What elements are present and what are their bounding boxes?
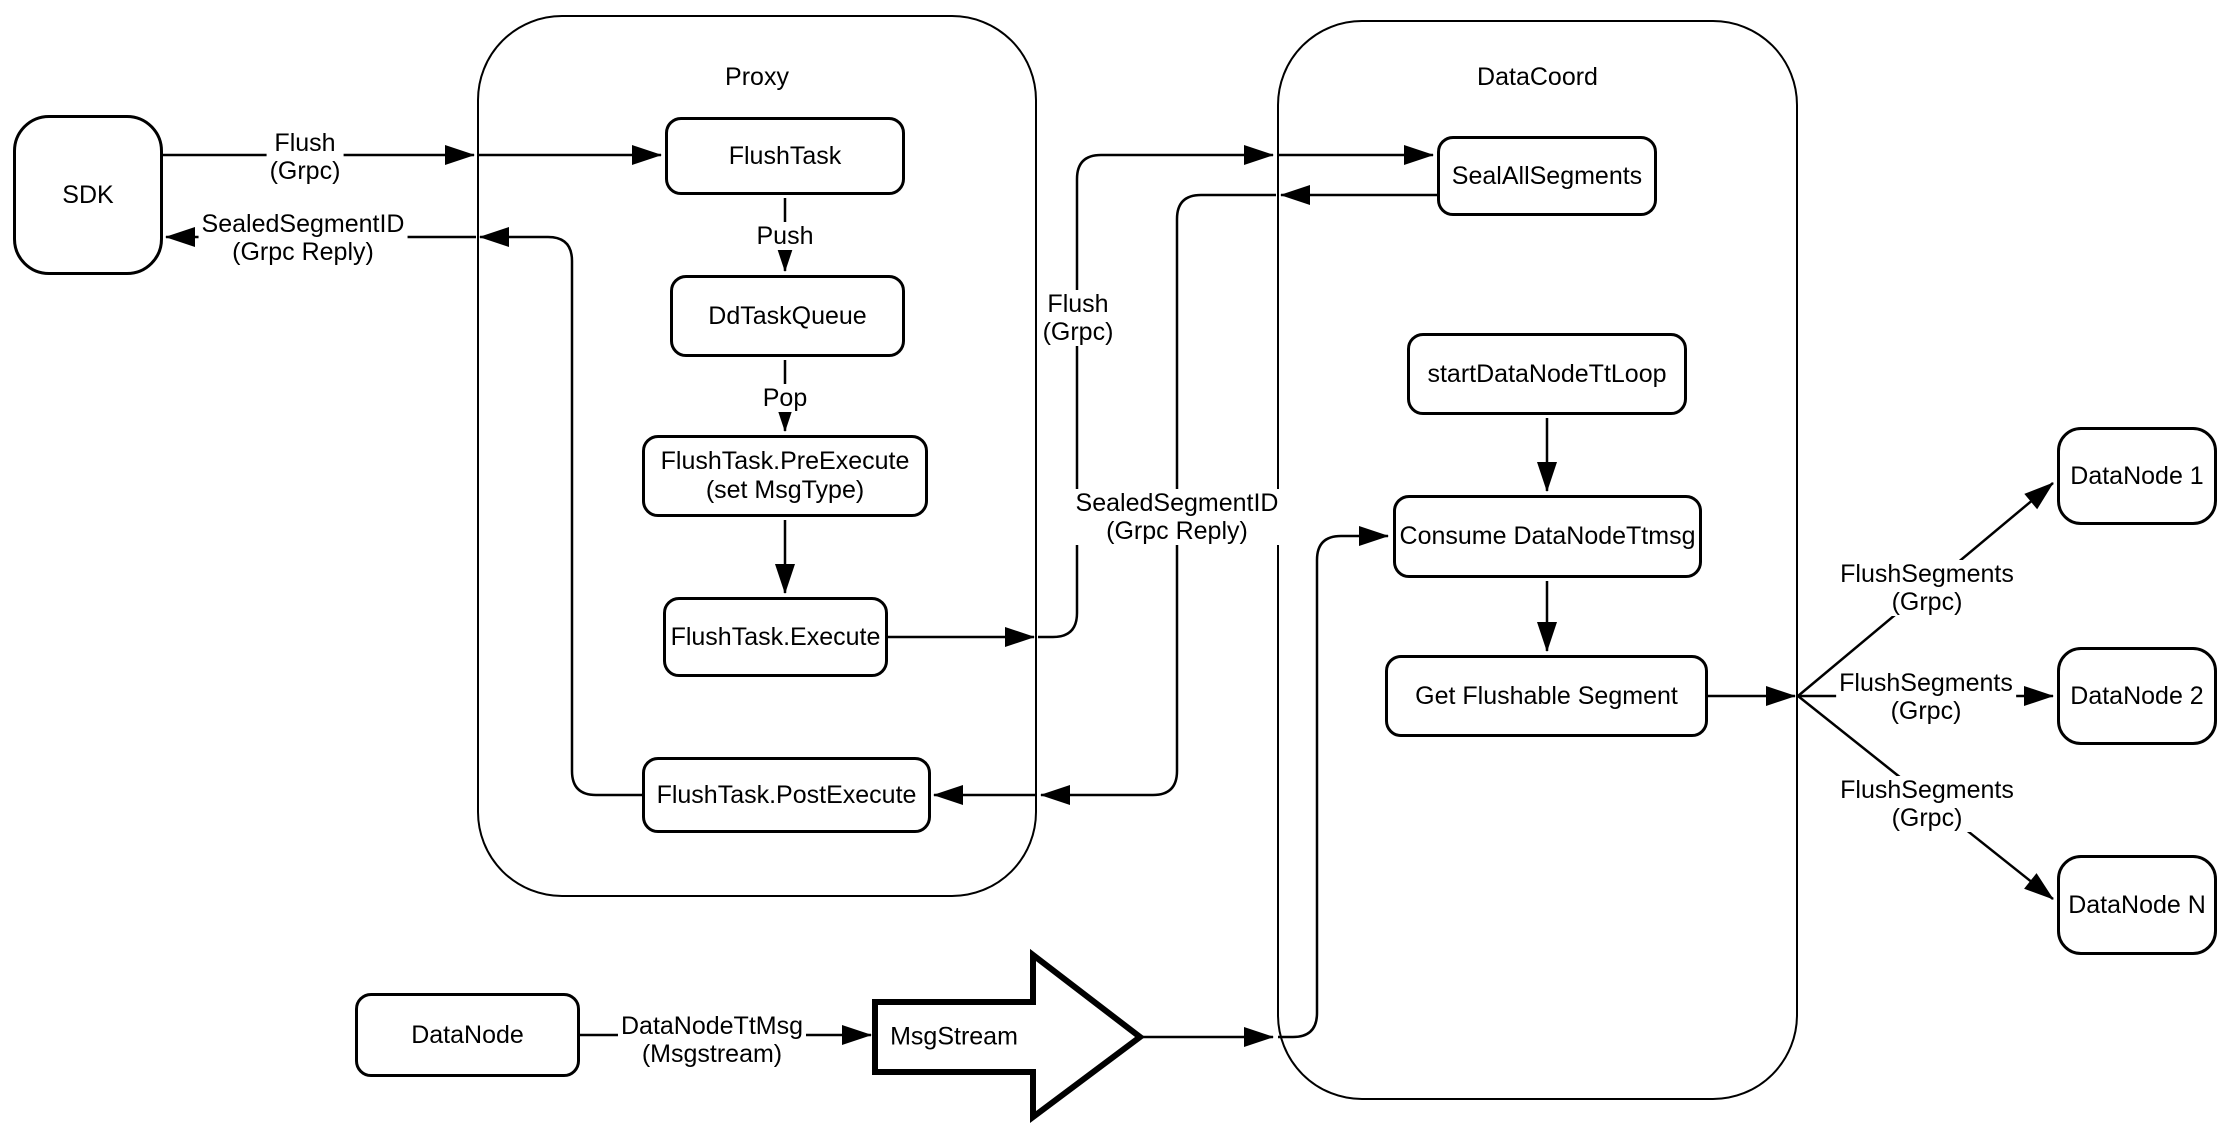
node-flushtask-postexecute: FlushTask.PostExecute bbox=[642, 757, 931, 833]
node-sdk: SDK bbox=[13, 115, 163, 275]
datacoord-title: DataCoord bbox=[1477, 63, 1598, 91]
edge-label-flush-grpc-datacoord: Flush (Grpc) bbox=[1039, 290, 1117, 346]
edge-label-sealedsegmentid-sdk: SealedSegmentID (Grpc Reply) bbox=[198, 210, 408, 266]
edge-postexecute-to-proxy-edge bbox=[479, 227, 642, 797]
msgstream-arrow-shape bbox=[872, 948, 1145, 1123]
edge-label-flushsegments-1: FlushSegments (Grpc) bbox=[1837, 560, 2017, 616]
node-datanode-2: DataNode 2 bbox=[2057, 647, 2217, 745]
node-datanode-1: DataNode 1 bbox=[2057, 427, 2217, 525]
node-flushtask-preexecute: FlushTask.PreExecute (set MsgType) bbox=[642, 435, 928, 517]
edge-label-push: Push bbox=[753, 222, 817, 250]
node-sealallsegments: SealAllSegments bbox=[1437, 136, 1657, 216]
edge-label-flush-grpc-sdk: Flush (Grpc) bbox=[266, 129, 344, 185]
edge-datacoord-to-consume bbox=[1278, 526, 1389, 1039]
msgstream-shape-label: MsgStream bbox=[890, 1022, 1018, 1051]
node-ddtaskqueue: DdTaskQueue bbox=[670, 275, 905, 357]
edge-label-pop: Pop bbox=[759, 384, 811, 412]
datacoord-container bbox=[1277, 20, 1798, 1100]
edge-label-flushsegments-2: FlushSegments (Grpc) bbox=[1836, 669, 2016, 725]
node-consume-datanodettmsg: Consume DataNodeTtmsg bbox=[1393, 495, 1702, 578]
edge-label-sealedsegmentid-datacoord: SealedSegmentID (Grpc Reply) bbox=[1072, 489, 1282, 545]
proxy-container bbox=[477, 15, 1037, 897]
edge-label-datanodettmsg: DataNodeTtMsg (Msgstream) bbox=[617, 1012, 807, 1068]
edge-label-flushsegments-3: FlushSegments (Grpc) bbox=[1837, 776, 2017, 832]
edge-proxy-to-datacoord-flush bbox=[1038, 145, 1274, 639]
node-datanode-n: DataNode N bbox=[2057, 855, 2217, 955]
proxy-title: Proxy bbox=[725, 63, 789, 91]
node-datanode: DataNode bbox=[355, 993, 580, 1077]
node-flushtask-execute: FlushTask.Execute bbox=[663, 597, 888, 677]
node-flushtask: FlushTask bbox=[665, 117, 905, 195]
node-get-flushable-segment: Get Flushable Segment bbox=[1385, 655, 1708, 737]
node-startdatanodettloop: startDataNodeTtLoop bbox=[1407, 333, 1687, 415]
